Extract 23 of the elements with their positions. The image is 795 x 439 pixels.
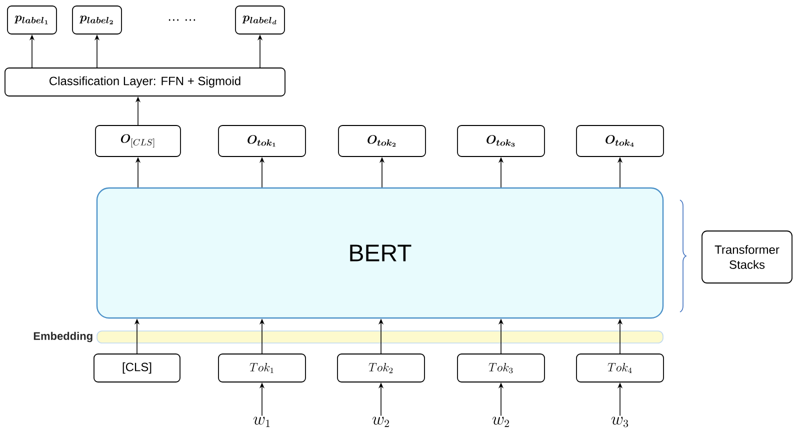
token-box: $Tok_2$	[337, 354, 425, 382]
stack-box: Transformer Stacks	[702, 230, 792, 284]
output-box: $\bm{O_{tok_3}}$	[457, 125, 545, 157]
token-box: $Tok_1$	[218, 354, 306, 382]
token-box: $Tok_3$	[457, 354, 545, 382]
ellipsis: … …	[168, 19, 196, 21]
output-box: $\bm{p_{label_1}}$	[7, 6, 57, 34]
layer-box: Classification Layer: FFN + Sigmoid	[4, 68, 286, 96]
output-box: $\bm{O}_{[CLS]}$	[95, 125, 181, 157]
input-word: $w_1$	[253, 416, 270, 428]
output-box: $\bm{O_{tok_1}}$	[218, 125, 306, 157]
output-box: $\bm{p_{label_2}}$	[72, 6, 122, 34]
node-label: Embedding	[34, 332, 92, 342]
input-word: $w_2$	[372, 416, 389, 428]
model-box: BERT	[96, 187, 664, 319]
input-word: $w_3$	[611, 416, 628, 428]
output-box: $\bm{O_{tok_2}}$	[338, 125, 426, 157]
output-box: $\bm{O_{tok_4}}$	[576, 125, 664, 157]
output-box: $\bm{p_{label_d}}$	[235, 6, 285, 34]
embedding-band: Embedding	[34, 330, 664, 344]
layer-box: [CLS]	[94, 354, 180, 382]
token-box: $Tok_4$	[576, 354, 664, 382]
input-word: $w_2$	[492, 416, 509, 428]
